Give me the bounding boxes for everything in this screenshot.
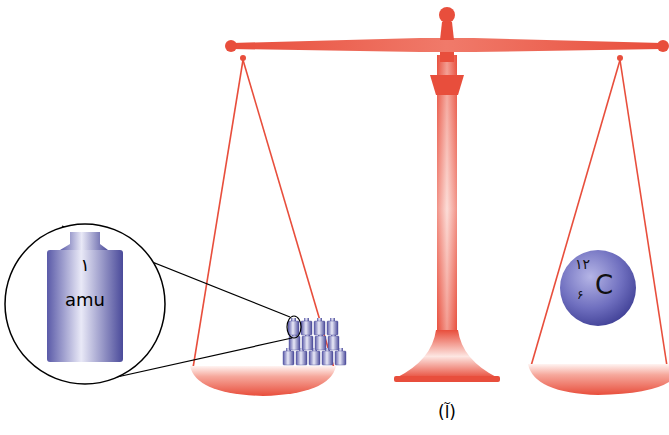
big-weight-knob — [60, 232, 108, 250]
scale-base — [396, 330, 498, 378]
carbon-atom: ۱۲ ۶C — [559, 249, 637, 327]
highlight-ellipse — [287, 316, 301, 338]
right-pan — [528, 364, 669, 395]
beam-knob — [439, 7, 455, 23]
amu-weights — [283, 318, 346, 365]
weight-value: ۱ — [47, 256, 123, 275]
left-pan — [190, 366, 336, 396]
magnifier-circle — [5, 224, 165, 384]
figure-caption: (آ) — [397, 402, 497, 422]
mass-number: ۱۲ — [575, 257, 590, 272]
pan-hangers — [193, 60, 667, 368]
amu-weight: ۱ amu — [47, 250, 123, 362]
big-weight-body — [47, 250, 123, 362]
scale-pole — [437, 55, 457, 335]
pole-collar — [430, 75, 464, 95]
weight-unit: amu — [47, 290, 123, 310]
element-symbol: C — [595, 271, 613, 300]
atomic-number: ۶ — [577, 289, 583, 302]
scale-beam — [232, 38, 662, 52]
